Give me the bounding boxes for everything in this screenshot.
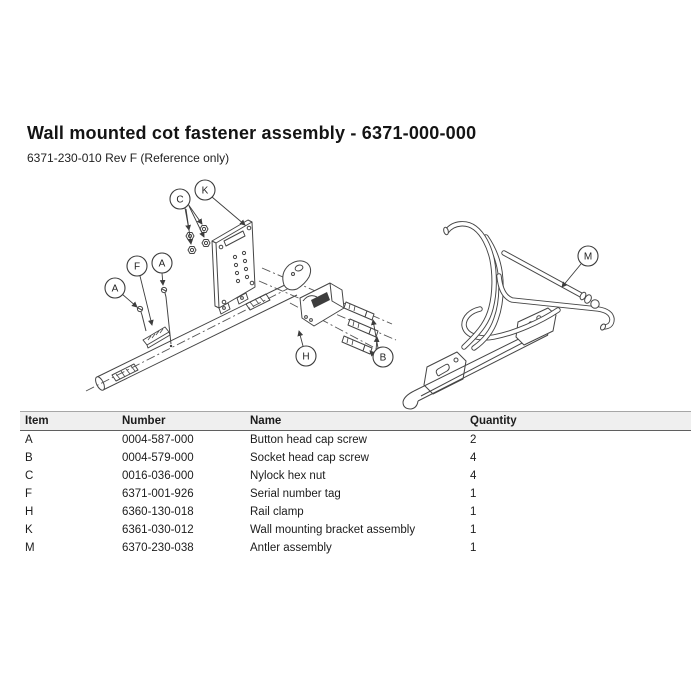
cell-item: A: [25, 434, 33, 446]
cell-name: Wall mounting bracket assembly: [250, 524, 416, 536]
cell-name: Antler assembly: [250, 542, 332, 554]
cell-name: Socket head cap screw: [250, 452, 369, 464]
table-row: B 0004-579-000 Socket head cap screw 4: [20, 449, 691, 467]
cell-qty: 4: [470, 470, 477, 482]
cell-number: 0016-036-000: [122, 470, 194, 482]
cell-number: 0004-587-000: [122, 434, 194, 446]
cell-qty: 1: [470, 488, 477, 500]
page-title: Wall mounted cot fastener assembly - 637…: [27, 123, 477, 143]
page-subtitle: 6371-230-010 Rev F (Reference only): [27, 151, 230, 165]
rail-clamp-drawing: [299, 282, 345, 327]
callout-a-left-label: A: [112, 284, 119, 295]
foot-plate-drawing: [423, 351, 467, 395]
cell-number: 0004-579-000: [122, 452, 194, 464]
table-row: K 6361-030-012 Wall mounting bracket ass…: [20, 521, 691, 539]
callout-a-left: A: [104, 277, 138, 308]
table-row: C 0016-036-000 Nylock hex nut 4: [20, 467, 691, 485]
header-quantity: Quantity: [470, 415, 517, 427]
callout-k-label: K: [202, 186, 209, 197]
cell-name: Nylock hex nut: [250, 470, 326, 482]
bracket-exploded-view: A F A C K H: [85, 179, 397, 392]
callout-c: C: [169, 188, 205, 245]
callout-b: B: [369, 319, 394, 368]
cell-number: 6371-001-926: [122, 488, 194, 500]
callout-a-right-label: A: [159, 259, 166, 270]
callout-f: F: [126, 255, 154, 326]
cell-qty: 2: [470, 434, 477, 446]
cell-item: M: [25, 542, 35, 554]
callout-h-label: H: [302, 352, 309, 363]
cone-drawing: [282, 260, 312, 291]
cell-qty: 1: [470, 506, 477, 518]
parts-table-header: Item Number Name Quantity: [20, 411, 691, 431]
header-item: Item: [25, 415, 49, 427]
cell-name: Button head cap screw: [250, 434, 367, 446]
parts-table: Item Number Name Quantity A 0004-587-000…: [20, 411, 691, 557]
cell-item: C: [25, 470, 34, 482]
cell-item: H: [25, 506, 34, 518]
cell-name: Rail clamp: [250, 506, 304, 518]
callout-f-label: F: [134, 262, 140, 273]
callout-h: H: [295, 330, 317, 367]
cell-name: Serial number tag: [250, 488, 341, 500]
cell-number: 6360-130-018: [122, 506, 194, 518]
cell-number: 6370-230-038: [122, 542, 194, 554]
table-row: F 6371-001-926 Serial number tag 1: [20, 485, 691, 503]
cell-item: F: [25, 488, 33, 500]
wall-plate-drawing: [211, 219, 256, 315]
cell-item: B: [25, 452, 33, 464]
cell-qty: 1: [470, 542, 477, 554]
cell-qty: 4: [470, 452, 477, 464]
header-number: Number: [122, 415, 166, 427]
cell-item: K: [25, 524, 33, 536]
table-row: M 6370-230-038 Antler assembly 1: [20, 539, 691, 557]
callout-m: M: [561, 245, 599, 288]
rail-tube-drawing: [85, 279, 306, 392]
antler-assembly-view: M: [402, 221, 615, 410]
table-row: A 0004-587-000 Button head cap screw 2: [20, 431, 691, 449]
cell-qty: 1: [470, 524, 477, 536]
callout-c-label: C: [176, 195, 183, 206]
button-screws-drawing: [136, 286, 173, 348]
hex-nuts-drawing: [185, 225, 211, 254]
socket-screws-drawing: [341, 301, 379, 355]
table-row: H 6360-130-018 Rail clamp 1: [20, 503, 691, 521]
header-name: Name: [250, 415, 282, 427]
callout-b-label: B: [380, 353, 387, 364]
callout-k: K: [194, 179, 246, 226]
cell-number: 6361-030-012: [122, 524, 194, 536]
callout-m-label: M: [584, 252, 592, 263]
callout-a-right: A: [151, 252, 173, 286]
